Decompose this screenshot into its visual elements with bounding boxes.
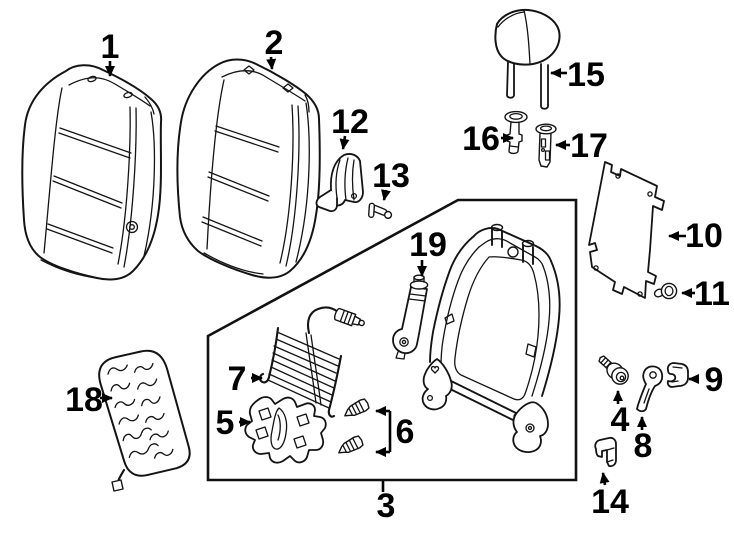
part-9-clip-drawing	[666, 362, 689, 388]
callout-17-label[interactable]: 17	[570, 127, 608, 165]
callout-3[interactable]: 3	[377, 481, 396, 525]
callout-7-label[interactable]: 7	[228, 360, 247, 398]
callout-12-label[interactable]: 12	[331, 103, 369, 141]
frame-left-foot	[421, 358, 453, 411]
callout-2-arrow	[266, 56, 277, 70]
trim-slot	[282, 83, 294, 93]
trim-slot	[243, 65, 255, 75]
part-3-seat-frame-drawing	[421, 223, 561, 453]
callout-6-label[interactable]: 6	[396, 413, 415, 451]
callout-7[interactable]: 7	[228, 360, 263, 398]
callout-15[interactable]: 15	[550, 56, 605, 94]
callout-5-label[interactable]: 5	[216, 404, 235, 442]
callout-4[interactable]: 4	[611, 390, 630, 439]
callout-13-label[interactable]: 13	[372, 157, 410, 195]
part-17-headrest-guide-drawing	[535, 123, 557, 168]
callout-19-label[interactable]: 19	[409, 226, 447, 264]
frame-hole	[507, 246, 519, 258]
callout-15-label[interactable]: 15	[567, 56, 605, 94]
callout-3-label[interactable]: 3	[377, 487, 396, 525]
callout-19[interactable]: 19	[409, 226, 447, 277]
part-15-headrest-drawing	[494, 8, 561, 110]
part-13-retaining-pin-drawing	[368, 202, 393, 220]
part-4-screw-drawing	[598, 355, 629, 385]
trim-hole	[123, 91, 133, 99]
callout-11-label[interactable]: 11	[694, 275, 730, 313]
callout-1-label[interactable]: 1	[101, 28, 120, 66]
callout-12[interactable]: 12	[331, 103, 369, 150]
part-12-side-shield-drawing	[315, 153, 364, 213]
callout-1[interactable]: 1	[101, 28, 120, 77]
callout-18[interactable]: 18	[65, 381, 113, 419]
callout-14[interactable]: 14	[591, 472, 629, 521]
part-10-back-panel-drawing	[588, 161, 665, 299]
callout-9[interactable]: 9	[688, 361, 724, 399]
part-5-lower-bracket-drawing	[244, 396, 327, 464]
callout-5[interactable]: 5	[216, 404, 251, 442]
part-19-lumbar-motor-drawing	[392, 274, 429, 360]
callout-2[interactable]: 2	[265, 24, 284, 70]
callout-14-arrow	[599, 472, 610, 486]
callout-16[interactable]: 16	[462, 120, 514, 158]
part-8-recliner-link-drawing	[636, 365, 664, 413]
part-18-heater-pad-drawing	[98, 349, 191, 492]
callout-8-label[interactable]: 8	[634, 427, 653, 465]
callout-13-arrow	[381, 189, 391, 201]
callout-14-label[interactable]: 14	[591, 483, 629, 521]
callout-10[interactable]: 10	[668, 217, 723, 255]
callout-10-label[interactable]: 10	[685, 217, 723, 255]
callout-6[interactable]: 6	[375, 406, 415, 457]
part-1-seat-back-cover-drawing	[21, 64, 163, 281]
callout-4-label[interactable]: 4	[611, 401, 630, 439]
grommet	[125, 220, 139, 234]
callout-17[interactable]: 17	[555, 127, 608, 165]
callout-16-label[interactable]: 16	[462, 120, 500, 158]
callout-12-arrow	[339, 135, 350, 150]
callout-13[interactable]: 13	[372, 157, 410, 201]
callout-11[interactable]: 11	[681, 275, 730, 313]
callout-9-label[interactable]: 9	[705, 361, 724, 399]
part-2-seat-back-cushion-drawing	[176, 58, 321, 279]
part-11-push-nut-drawing	[653, 282, 678, 300]
callout-8[interactable]: 8	[634, 416, 653, 465]
callout-18-label[interactable]: 18	[65, 381, 103, 419]
part-14-bracket-clip-drawing	[594, 436, 617, 468]
callout-2-label[interactable]: 2	[265, 24, 284, 62]
part-6-screws-drawing	[338, 398, 370, 454]
part-16-headrest-guide-locking-drawing	[504, 110, 528, 155]
lumbar-mat-connector	[333, 307, 365, 327]
trim-hole	[87, 75, 97, 83]
cross-tube	[443, 378, 519, 422]
